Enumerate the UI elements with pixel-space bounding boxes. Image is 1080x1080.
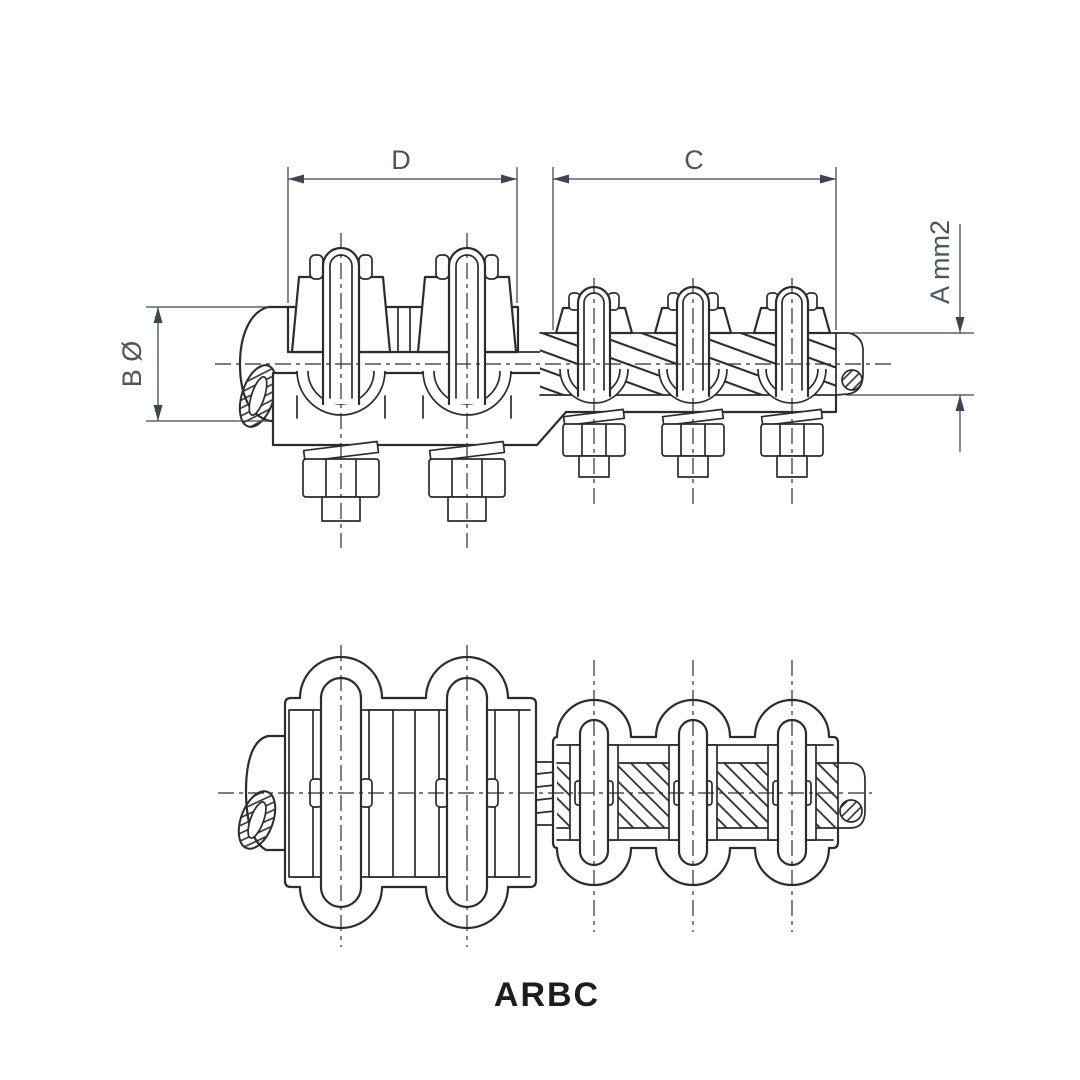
dimension-a-label: A mm2 [925,220,955,304]
dimension-d: D [287,145,518,303]
dimension-c-label: C [684,145,704,175]
dimension-a: A mm2 [846,220,974,452]
cap-ear [484,254,499,280]
plan-cable-loop-hole [247,801,267,839]
cap-ear [358,254,373,280]
cap-ear [309,254,324,280]
plan-strand-end [839,799,863,823]
dimension-b: B Ø [117,306,270,422]
arrowhead-down [153,405,163,421]
cap-ear [435,254,450,280]
elevation-view [238,246,864,522]
arrowhead-right [820,174,836,184]
dimension-c: C [552,145,837,330]
conductor-strand-end [841,369,863,391]
centerlines [215,233,895,947]
cable-loop-hole [248,376,268,416]
dimension-b-label: B Ø [117,341,147,388]
arrowhead-up [955,395,965,411]
arrowhead-up [153,307,163,323]
part-name-label: ARBC [494,976,600,1014]
arrowhead-down [955,317,965,333]
cable-left [238,305,292,428]
dimension-d-label: D [391,145,411,175]
arrowhead-right [501,174,517,184]
plan-cable [237,734,292,852]
arrowhead-left [288,174,304,184]
arrowhead-left [553,174,569,184]
